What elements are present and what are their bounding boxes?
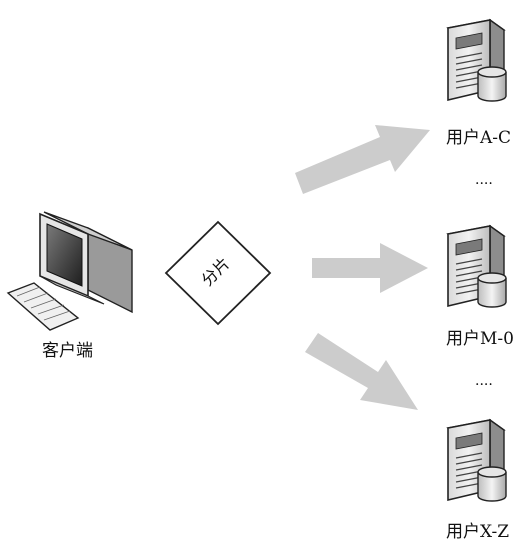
client-computer-icon [6,211,133,331]
arrow-to-server-m-0 [312,243,428,293]
database-icon [477,466,507,502]
sharding-diamond [164,220,272,326]
client-label: 客户端 [42,341,93,361]
server-label-x-z: 用户X-Z [446,522,510,542]
database-icon [477,66,507,102]
ellipsis-upper: .... [475,172,493,188]
arrow-to-server-a-c [295,125,430,194]
database-icon [477,272,507,308]
ellipsis-lower: .... [475,373,493,389]
server-label-m-0: 用户M-0 [446,329,514,349]
server-label-a-c: 用户A-C [446,128,512,148]
server-icon [446,18,506,102]
arrow-to-server-x-z [305,333,418,410]
